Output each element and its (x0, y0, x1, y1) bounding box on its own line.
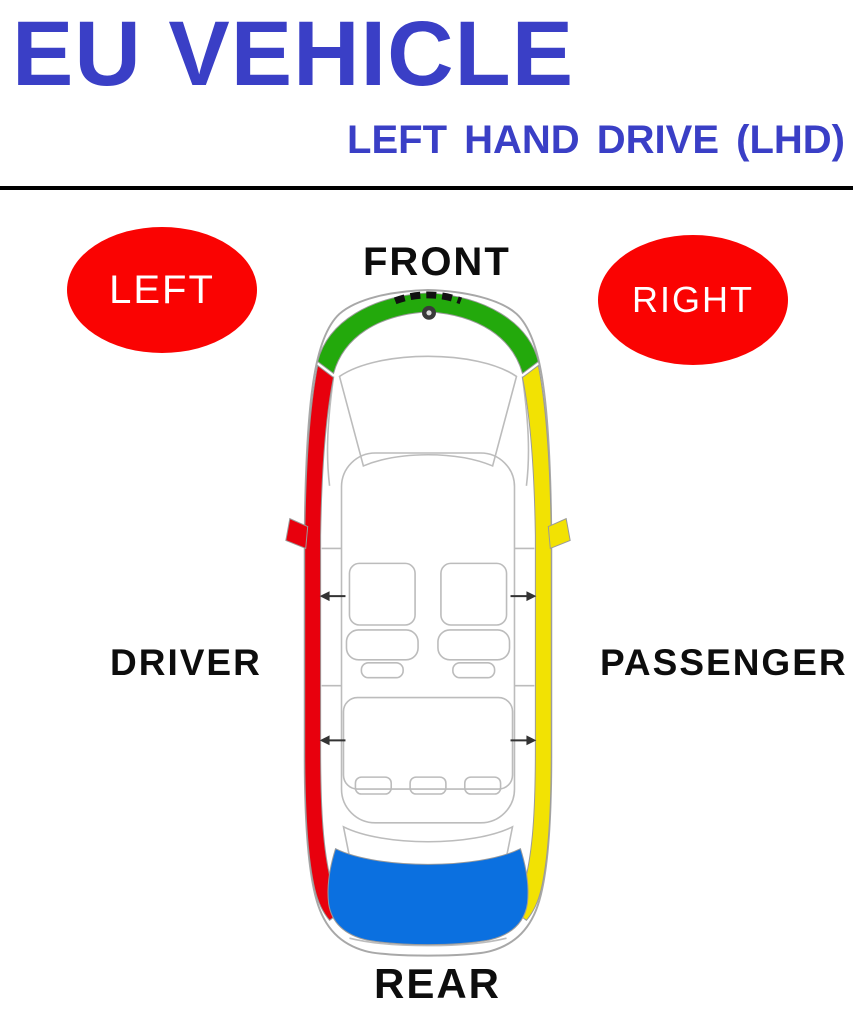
rear-headrest-left (354, 776, 393, 795)
right-badge-ellipse (598, 235, 788, 365)
hood-line-right (521, 376, 530, 486)
emblem-icon-center (426, 310, 432, 316)
right-mirror (547, 517, 571, 550)
arrow-right-front-head (526, 591, 537, 602)
arrow-left-rear-head (319, 735, 330, 746)
arrow-right-rear-head (526, 735, 537, 746)
rear-blue-zone (327, 847, 529, 946)
page-subtitle: LEFT HAND DRIVE (LHD) (347, 118, 845, 162)
driver-label: DRIVER (110, 642, 262, 683)
front-seat-left-back (345, 629, 419, 661)
rear-bumper-line (349, 937, 507, 947)
front-seat-left-headrest (360, 661, 404, 679)
car-top-view-diagram (285, 288, 571, 957)
left-mirror (285, 517, 309, 550)
hood-line-left (326, 376, 335, 486)
rear-bench (342, 696, 514, 790)
arrow-left-front-head (319, 591, 330, 602)
rear-label: REAR (374, 960, 502, 1007)
rear-headrest-center (409, 776, 447, 795)
passenger-label: PASSENGER (600, 642, 848, 683)
front-label: FRONT (363, 240, 511, 284)
front-seat-left-cushion (348, 562, 416, 626)
right-badge: RIGHT (597, 234, 789, 366)
cabin-outline (340, 452, 516, 824)
divider (0, 186, 853, 190)
rear-headrest-right (463, 776, 502, 795)
page-title: EU VEHICLE (12, 3, 575, 105)
front-seat-right-headrest (452, 661, 496, 679)
left-badge-ellipse (67, 227, 257, 353)
right-badge-text: RIGHT (632, 279, 754, 320)
left-badge-text: LEFT (109, 267, 215, 312)
left-badge: LEFT (66, 226, 258, 354)
wiper-detail (393, 291, 463, 305)
front-green-zone (317, 292, 539, 375)
front-seat-right-back (437, 629, 511, 661)
front-seat-right-cushion (440, 562, 508, 626)
windshield (338, 355, 518, 468)
